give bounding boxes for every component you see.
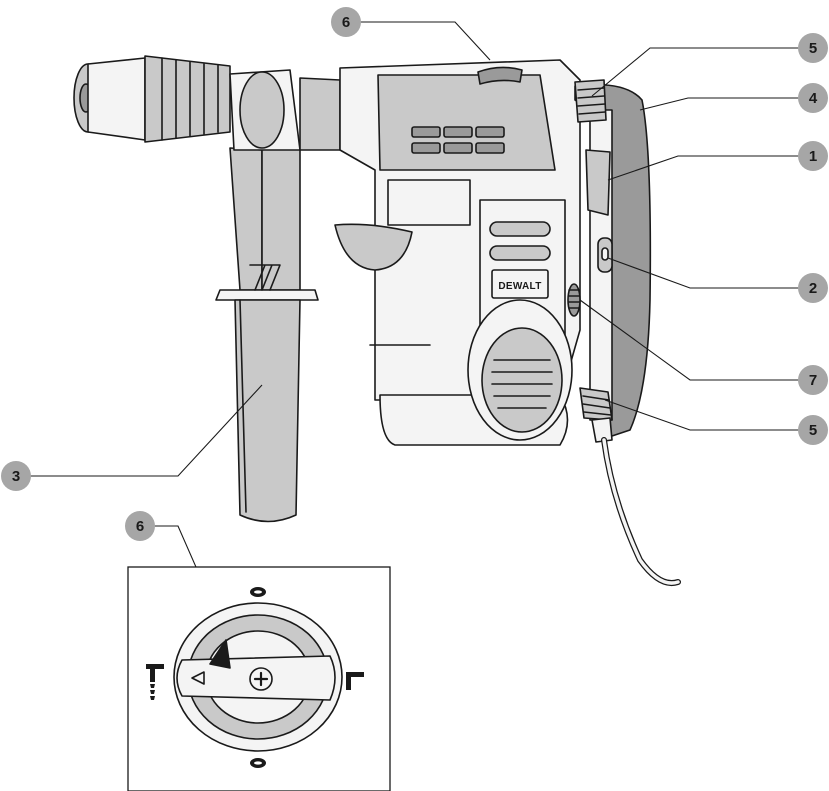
hammer-icon — [346, 672, 364, 690]
speed-control-wheel — [567, 283, 581, 317]
callout-5-lower: 5 — [798, 415, 828, 445]
plus-icon — [249, 667, 273, 691]
callout-6-inset: 6 — [125, 511, 155, 541]
callout-2: 2 — [798, 273, 828, 303]
svg-text:6: 6 — [136, 518, 144, 535]
svg-text:2: 2 — [809, 280, 817, 297]
fan-cover — [467, 299, 573, 441]
callout-6-top: 6 — [331, 7, 361, 37]
hammer-drill-icon — [146, 664, 164, 700]
svg-text:1: 1 — [809, 148, 817, 165]
trigger-switch — [585, 149, 611, 216]
vent-slots — [411, 126, 505, 154]
svg-text:3: 3 — [12, 468, 20, 485]
svg-text:6: 6 — [342, 14, 350, 31]
brand-label: DEWALT — [498, 281, 541, 292]
side-handle — [215, 144, 319, 523]
mode-selector-inset — [127, 566, 391, 791]
power-cord — [591, 417, 681, 586]
lock-on-button — [597, 237, 613, 273]
collar — [229, 69, 341, 151]
callout-3: 3 — [1, 461, 31, 491]
callout-7: 7 — [798, 365, 828, 395]
callout-1: 1 — [798, 141, 828, 171]
svg-text:7: 7 — [809, 372, 817, 389]
upper-vibration-damper — [574, 79, 607, 123]
svg-text:5: 5 — [809, 422, 817, 439]
lower-vibration-damper — [579, 387, 613, 421]
zero-position-icon — [250, 587, 266, 768]
callout-5-upper: 5 — [798, 33, 828, 63]
mode-selector-top — [477, 66, 523, 85]
callout-4: 4 — [798, 83, 828, 113]
arrow-left-icon — [191, 671, 205, 685]
main-handle — [567, 79, 652, 441]
chuck — [73, 55, 231, 143]
svg-text:4: 4 — [809, 90, 818, 107]
svg-text:5: 5 — [809, 40, 817, 57]
